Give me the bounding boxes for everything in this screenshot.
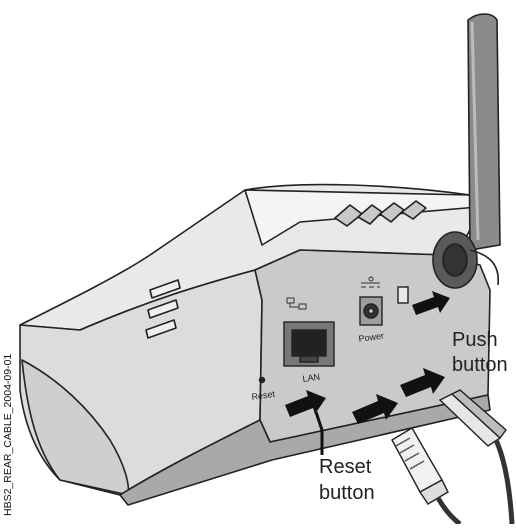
antenna — [433, 14, 500, 288]
figure-id-caption: HBS2_REAR_CABLE_2004-09-01 — [2, 354, 14, 516]
reset-callout-line2: button — [319, 482, 375, 504]
ethernet-plug — [392, 428, 460, 524]
ethernet-cable — [438, 498, 460, 524]
push-callout-line1: Push — [452, 329, 498, 351]
reset-pinhole — [260, 378, 265, 383]
push-callout-line2: button — [452, 354, 508, 376]
power-cable — [496, 440, 512, 524]
power-plug — [440, 390, 512, 524]
push-button-port — [398, 287, 408, 303]
reset-callout-line1: Reset — [319, 456, 372, 478]
